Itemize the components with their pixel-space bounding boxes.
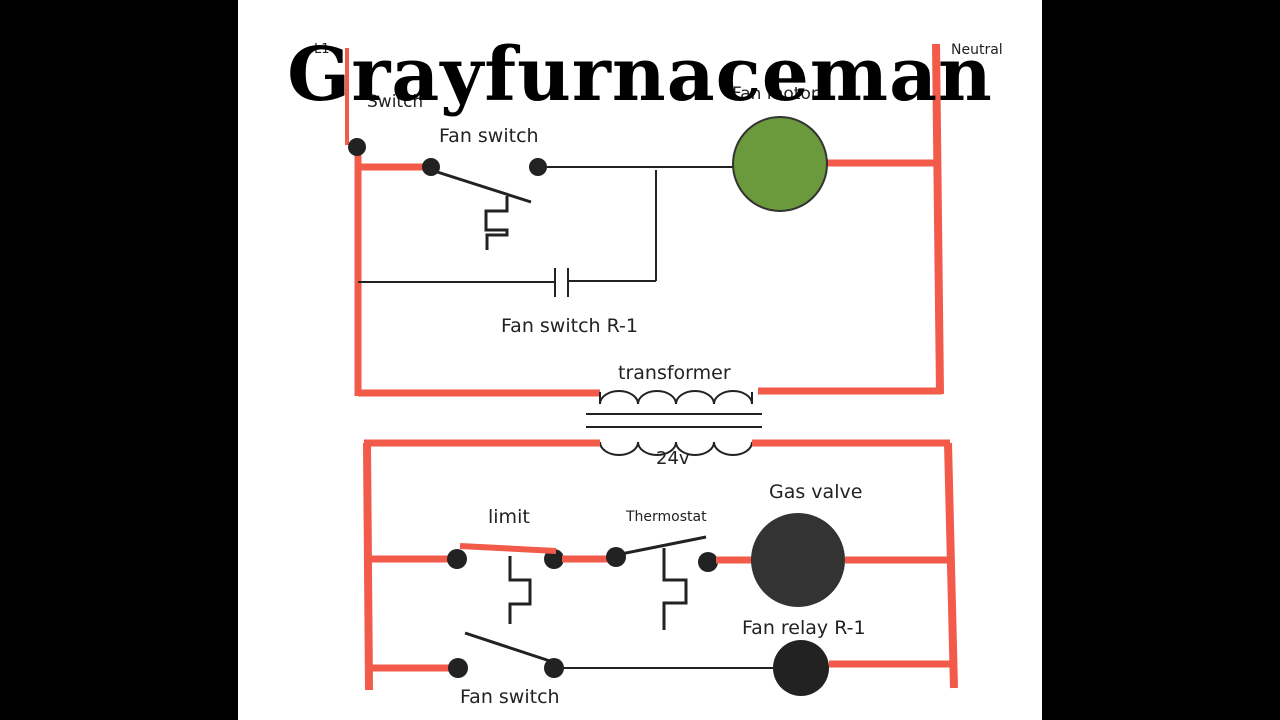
fan-switch-thermal-element [484,196,509,250]
limit-label: limit [488,506,530,528]
fan-switch-blade [430,168,532,204]
fan-relay-label: Fan relay R-1 [742,617,866,639]
thermostat-bimetal-element [662,548,688,630]
secondary-coil [599,441,753,456]
fan-switch-r1-label: Fan switch R-1 [501,315,638,337]
fan-motor-icon [732,116,828,212]
line-voltage-circuit: L1 Neutral Switch Fan motor Fan switch F… [314,42,1003,397]
limit-thermal-element [508,556,532,624]
transformer: transformer 24v [586,362,762,469]
thermostat-terminal-left [606,547,626,567]
low-voltage-left-rail [363,442,373,691]
primary-coil [599,390,753,405]
l1-label: L1 [314,42,330,57]
fan-switch-bottom-terminal-right [544,658,564,678]
thermostat-terminal-right [698,552,718,572]
switch-label: Switch [367,92,423,112]
gas-valve-icon [751,513,845,607]
fan-switch-top-label: Fan switch [439,125,539,147]
fan-switch-bottom-blade [464,631,557,665]
low-voltage-right-rail [944,442,958,689]
limit-terminal-left [447,549,467,569]
thermostat-label: Thermostat [625,509,707,525]
low-voltage-circuit: Gas valve limit Thermostat Fan relay R-1… [363,439,958,708]
limit-switch-blade [459,543,557,554]
neutral-rail-wire [932,43,944,395]
fan-relay-coil-icon [773,640,829,696]
neutral-label: Neutral [951,42,1003,58]
fan-motor-label: Fan motor [732,84,818,104]
thermostat-blade [615,535,707,557]
switch-terminal [348,138,366,156]
secondary-voltage-label: 24v [656,448,690,469]
limit-terminal-right [544,549,564,569]
fan-switch-terminal-right [529,158,547,176]
transformer-label: transformer [618,362,731,384]
gas-valve-label: Gas valve [769,481,862,503]
fan-switch-bottom-terminal-left [448,658,468,678]
fan-switch-bottom-label: Fan switch [460,686,560,708]
